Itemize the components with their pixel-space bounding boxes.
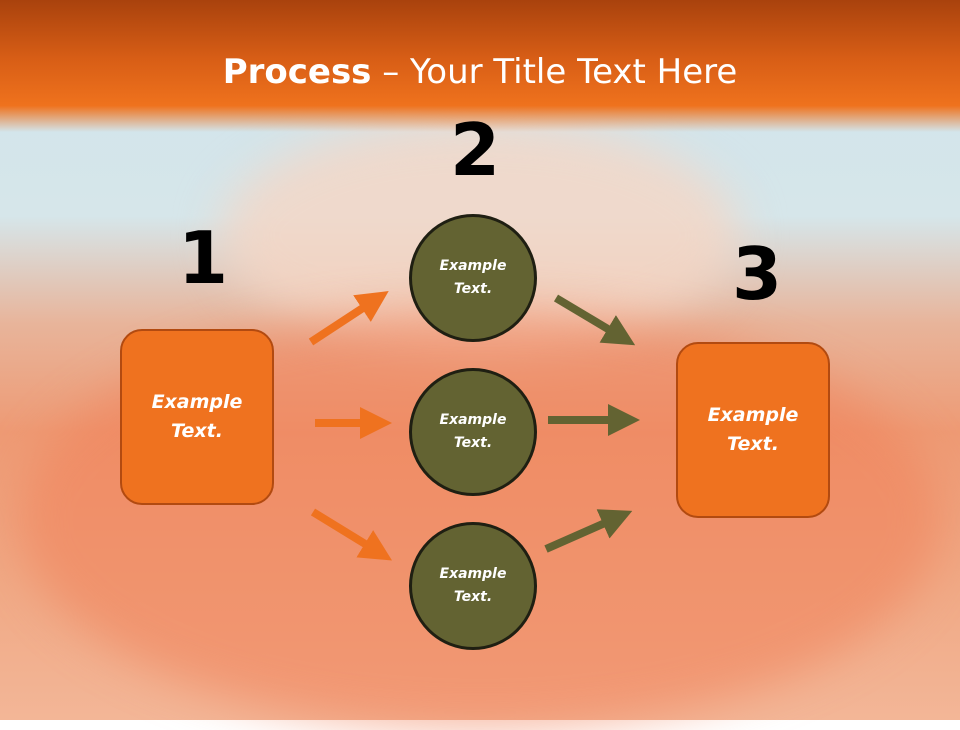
step-2-circle-top: Example Text.	[409, 214, 537, 342]
step-3-text: Example Text.	[707, 404, 799, 455]
arrow-1-to-top	[308, 291, 389, 346]
step-1-box: Example Text.	[120, 329, 274, 505]
arrow-top-to-3	[553, 294, 636, 346]
step-1-text: Example Text.	[151, 391, 243, 442]
circle-top-text: Example Text.	[439, 258, 507, 297]
step-number-1: 1	[178, 216, 229, 300]
arrow-bottom-to-3	[544, 509, 633, 553]
step-2-circle-bottom: Example Text.	[409, 522, 537, 650]
title-bold: Process	[222, 52, 372, 92]
arrow-1-to-bottom	[310, 508, 393, 561]
step-number-3: 3	[732, 232, 783, 316]
circle-bottom-text: Example Text.	[439, 566, 507, 605]
circle-middle-text: Example Text.	[439, 412, 507, 451]
step-3-box: Example Text.	[676, 342, 830, 518]
step-2-circle-middle: Example Text.	[409, 368, 537, 496]
step-number-2: 2	[450, 108, 501, 192]
slide-title: Process – Your Title Text Here	[0, 52, 960, 92]
title-rest: – Your Title Text Here	[371, 52, 738, 92]
header-band	[0, 0, 960, 132]
